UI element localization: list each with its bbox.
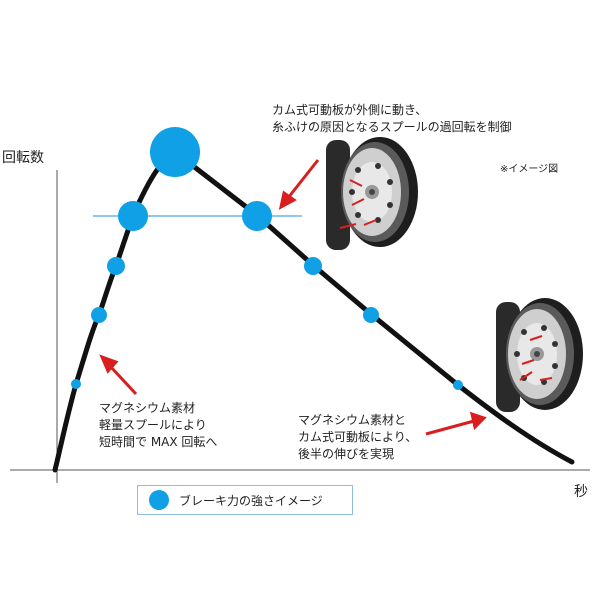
annotation-right-line-2: カム式可動板により、 <box>298 430 418 444</box>
x-axis-label: 秒 <box>574 484 588 500</box>
brake-dot-peak <box>150 127 200 177</box>
annotation-left-line-1: マグネシウム素材 <box>99 401 196 415</box>
brake-dot-fall-high <box>242 201 272 231</box>
annotation-left-line-2: 軽量スプールにより <box>99 418 207 432</box>
annotation-top: カム式可動板が外側に動き、 糸ふけの原因となるスプールの過回転を制御 <box>272 102 512 136</box>
image-note: ※イメージ図 <box>500 164 559 175</box>
brake-dot-rise-high <box>118 201 148 231</box>
brake-dot-rise-mid <box>107 257 125 275</box>
brake-dot-fall-mid <box>304 257 322 275</box>
arrow-left <box>99 354 138 396</box>
brake-dot-fall-low <box>363 307 379 323</box>
arrow-top <box>278 159 320 210</box>
spool-image-top <box>326 137 418 250</box>
annotation-top-line-1: カム式可動板が外側に動き、 <box>272 103 428 117</box>
arrow-right <box>425 411 487 436</box>
annotation-right-line-3: 後半の伸びを実現 <box>298 447 395 461</box>
y-axis-label: 回転数 <box>2 150 44 166</box>
legend-dot-icon <box>149 490 169 510</box>
annotation-top-line-2: 糸ふけの原因となるスプールの過回転を制御 <box>272 120 512 134</box>
annotation-right-line-1: マグネシウム素材と <box>298 413 407 427</box>
brake-dot-rise-low <box>91 307 107 323</box>
legend-label: ブレーキ力の強さイメージ <box>179 493 323 508</box>
annotation-left-line-3: 短時間で MAX 回転へ <box>99 435 218 449</box>
legend: ブレーキ力の強さイメージ <box>137 485 353 515</box>
brake-dot-fall-end <box>453 380 463 390</box>
spool-image-right <box>496 298 583 412</box>
annotation-left: マグネシウム素材 軽量スプールにより 短時間で MAX 回転へ <box>99 400 217 451</box>
brake-dot-rise-start <box>71 379 81 389</box>
annotation-right: マグネシウム素材と カム式可動板により、 後半の伸びを実現 <box>298 412 417 463</box>
